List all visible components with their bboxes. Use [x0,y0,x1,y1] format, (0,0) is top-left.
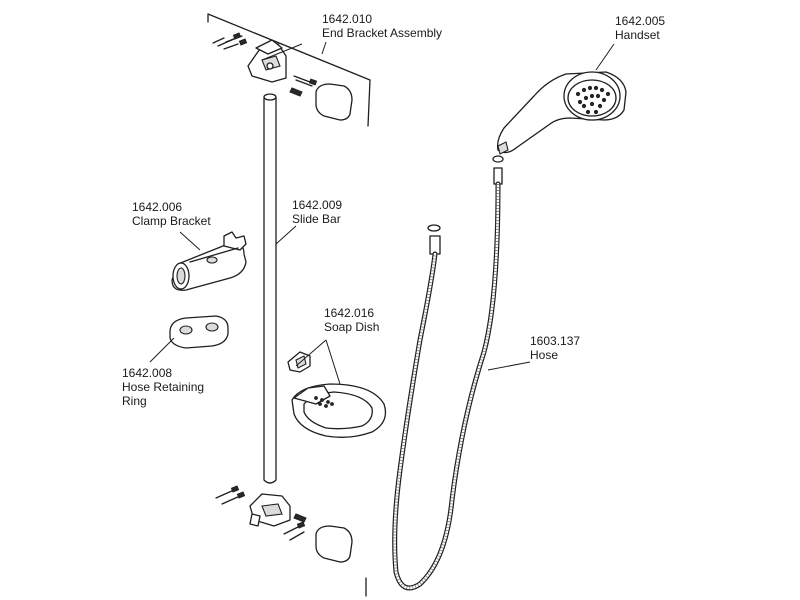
part-code: 1642.016 [324,306,375,320]
part-code: 1642.010 [322,12,373,26]
hose-washers [427,155,504,232]
part-code: 1642.005 [615,14,666,28]
part-name: Hose Retaining Ring [122,380,205,408]
slide-bar-drawing [263,93,277,484]
end-cap-bottom-drawing [315,525,353,563]
hose-retaining-ring-drawing [169,315,229,349]
soap-dish-drawing [291,383,387,438]
label-handset: 1642.005 Handset [615,14,665,42]
label-end-bracket-assembly: 1642.010 End Bracket Assembly [322,12,442,40]
clamp-bracket-drawing [171,231,247,291]
label-hose-retaining-ring: 1642.008 Hose Retaining Ring [122,366,222,408]
top-screws [212,32,318,97]
end-bracket-top-drawing [247,39,287,83]
hose-drawing [392,167,503,591]
part-code: 1603.137 [530,334,581,348]
part-name: Clamp Bracket [132,214,211,228]
part-code: 1642.006 [132,200,183,214]
leader-lines [149,41,615,385]
part-code: 1642.009 [292,198,343,212]
part-name: Soap Dish [324,320,380,334]
soap-dish-clip-drawing [287,351,311,373]
label-clamp-bracket: 1642.006 Clamp Bracket [132,200,211,228]
end-cap-top-drawing [315,83,353,121]
wall-outline-top [207,13,371,127]
label-slide-bar: 1642.009 Slide Bar [292,198,342,226]
handset-drawing [496,71,627,155]
end-bracket-bottom-drawing [249,493,291,527]
part-name: Hose [530,348,559,362]
bottom-screws [215,485,307,541]
part-code: 1642.008 [122,366,173,380]
label-soap-dish: 1642.016 Soap Dish [324,306,379,334]
part-name: Handset [615,28,660,42]
part-name: Slide Bar [292,212,341,226]
part-name: End Bracket Assembly [322,26,443,40]
label-hose: 1603.137 Hose [530,334,580,362]
